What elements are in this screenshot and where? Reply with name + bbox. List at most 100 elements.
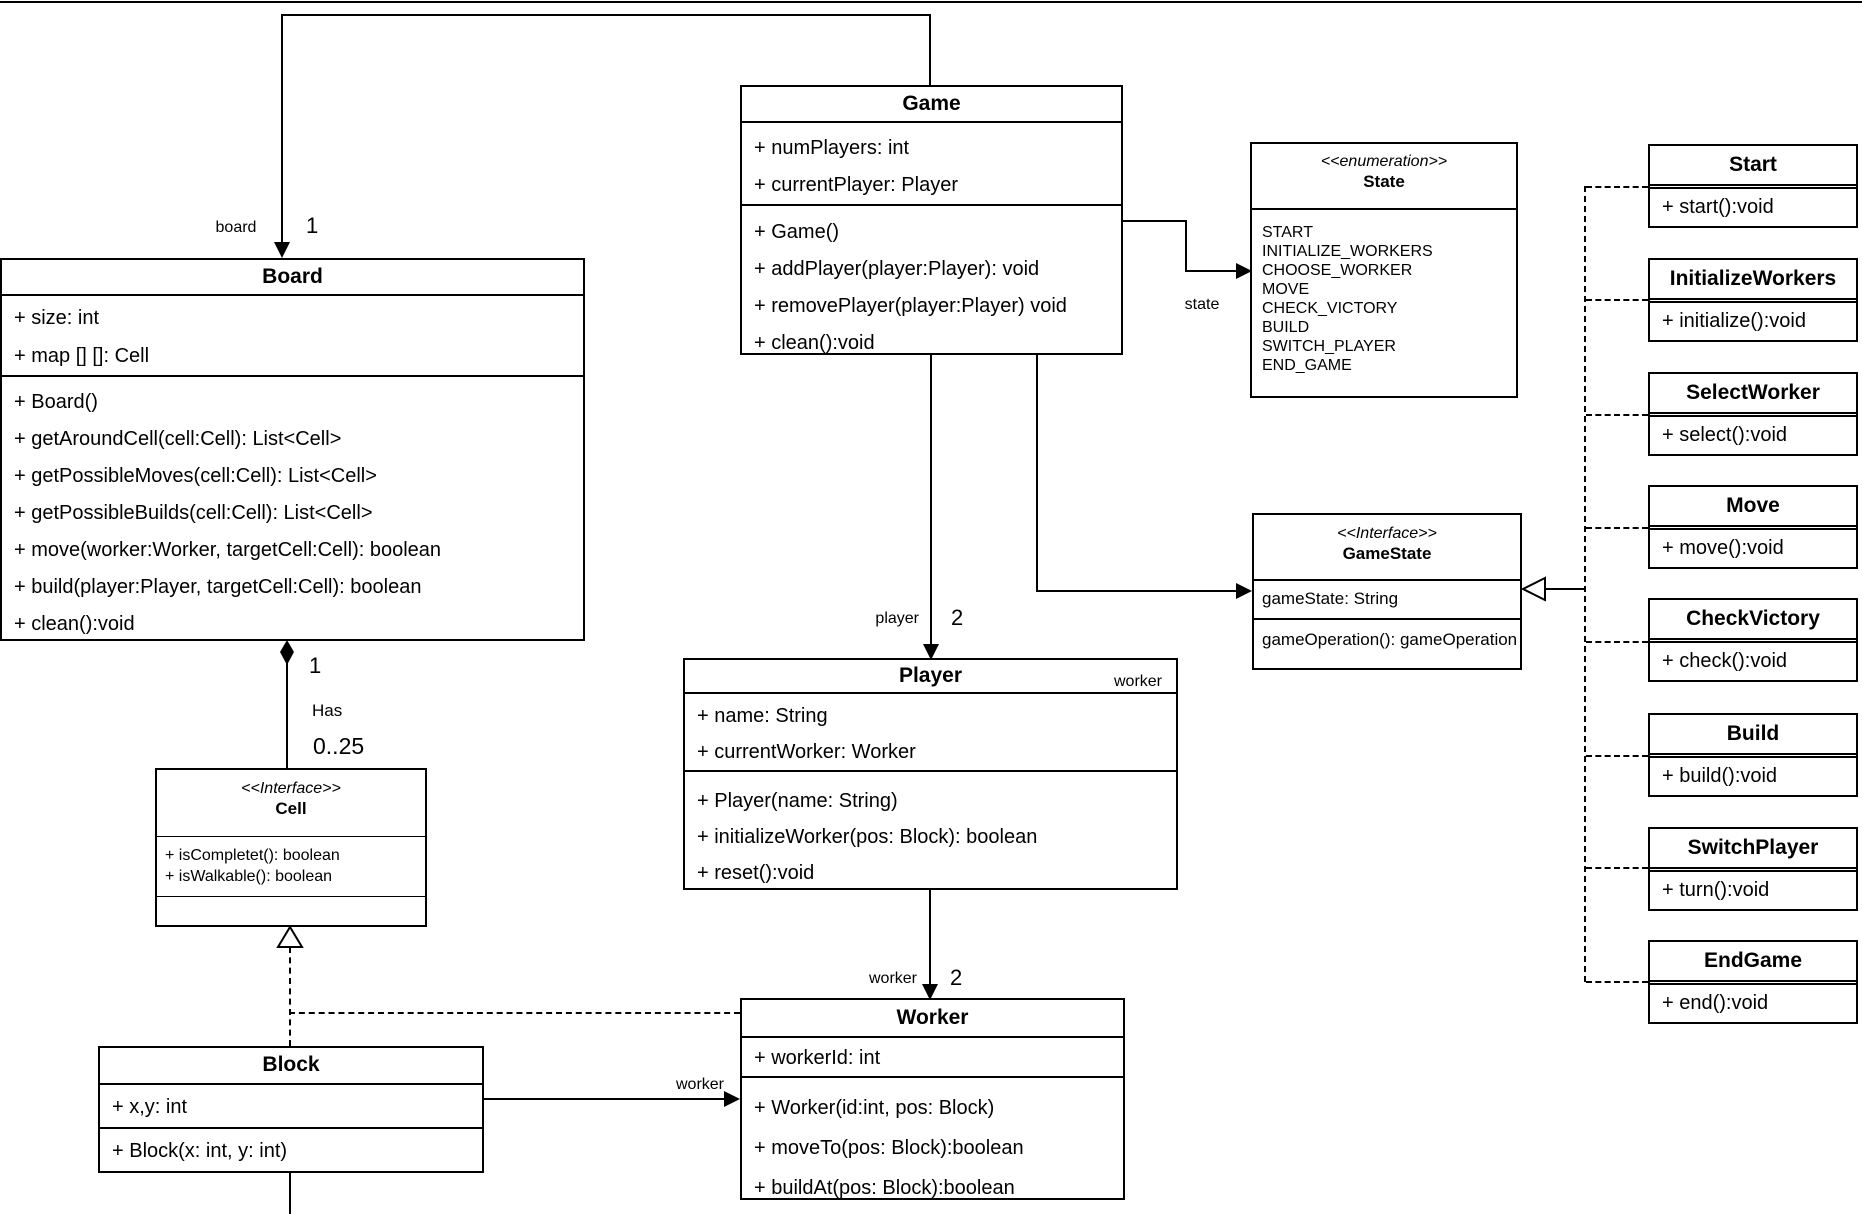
method: gameOperation(): gameOperation [1262,630,1518,649]
methods-compartment: + Block(x: int, y: int) [100,1127,482,1171]
attributes-compartment: + size: int + map [] []: Cell [2,294,583,375]
realization-block-cell-line [289,947,291,1046]
method: + addPlayer(player:Player): void [754,258,1040,280]
compartment-separator [1650,414,1856,417]
class-title: Block [262,1053,320,1076]
assoc-game-state-line [1123,220,1185,222]
compartment-separator [1650,527,1856,530]
assoc-role-label: worker [675,1076,724,1093]
attributes-compartment: + numPlayers: int + currentPlayer: Playe… [742,121,1121,204]
method: + Player(name: String) [697,790,898,812]
enum-value: INITIALIZE_WORKERS [1262,243,1433,260]
composition-multiplicity: 1 [309,653,322,678]
class-board: Board + size: int + map [] []: Cell + Bo… [0,258,585,641]
method: + removePlayer(player:Player) void [754,295,1067,317]
assoc-role-label: state [1184,296,1220,313]
class-title: Start [1650,146,1856,186]
method: + Board() [14,391,98,413]
interface-header: <<Interface>> GameState [1254,515,1520,579]
enum-value: START [1262,224,1313,241]
class-title: Game [902,92,961,115]
class-title: Player worker [685,660,1176,692]
attribute: + size: int [14,307,100,329]
methods-compartment: + Worker(id:int, pos: Block) + moveTo(po… [742,1076,1123,1208]
compartment-separator [1650,186,1856,189]
association-end-label: worker [1113,673,1162,690]
assoc-game-player-line [930,355,932,647]
enum-values-compartment: START INITIALIZE_WORKERS CHOOSE_WORKER M… [1252,208,1516,396]
stereotype: <<Interface>> [241,780,341,797]
class-selectworker: SelectWorker + select():void [1648,372,1858,456]
assoc-game-gamestate-line [1036,355,1038,592]
compartment-separator [1650,640,1856,643]
compartment-separator [1650,982,1856,985]
realization-build-line [1586,755,1648,757]
class-start: Start + start():void [1648,144,1858,228]
method: + moveTo(pos: Block):boolean [754,1137,1024,1159]
class-build: Build + build():void [1648,713,1858,797]
generalization-triangle-icon [276,926,304,948]
method: + end():void [1662,992,1769,1014]
method: + initializeWorker(pos: Block): boolean [697,826,1038,848]
arrowhead-gamestate-icon [1236,583,1252,599]
enum-header: <<enumeration>> State [1252,144,1516,208]
diagram-top-edge-line [0,1,1862,3]
class-title: InitializeWorkers [1650,260,1856,300]
class-title: Build [1650,715,1856,755]
method: + isWalkable(): boolean [165,868,333,885]
methods-compartment: + Player(name: String) + initializeWorke… [685,770,1176,891]
composition-name-label: Has [312,701,343,720]
attributes-compartment: + workerId: int [742,1036,1123,1076]
enum-state: <<enumeration>> State START INITIALIZE_W… [1250,142,1518,398]
attribute: + x,y: int [112,1095,188,1118]
class-switchplayer: SwitchPlayer + turn():void [1648,827,1858,911]
class-title: Worker [896,1006,969,1029]
method: + build():void [1662,765,1778,787]
assoc-multiplicity: 2 [951,605,964,630]
attribute: + workerId: int [754,1047,881,1069]
realization-worker-cell-line [289,1012,740,1014]
class-endgame: EndGame + end():void [1648,940,1858,1024]
class-title: SwitchPlayer [1650,829,1856,869]
attributes-compartment: + name: String + currentWorker: Worker [685,692,1176,770]
class-game: Game + numPlayers: int + currentPlayer: … [740,85,1123,355]
methods-compartment: + Game() + addPlayer(player:Player): voi… [742,204,1121,362]
method: + move():void [1662,537,1784,559]
realization-start-line [1586,186,1648,188]
realization-switchplayer-line [1586,867,1648,869]
class-player: Player worker + name: String + currentWo… [683,658,1178,890]
attributes-compartment: gameState: String [1254,579,1520,618]
class-block: Block + x,y: int + Block(x: int, y: int) [98,1046,484,1173]
methods-compartment: + Board() + getAroundCell(cell:Cell): Li… [2,375,583,643]
method: + build(player:Player, targetCell:Cell):… [14,576,422,598]
assoc-multiplicity: 2 [950,965,963,990]
realization-bus-line [1584,186,1586,982]
composition-board-cell-line [286,662,288,768]
methods-compartment: + isCompletet(): boolean + isWalkable():… [157,836,425,896]
enum-value: CHECK_VICTORY [1262,300,1398,317]
arrowhead-block-worker-icon [724,1091,740,1107]
class-title: SelectWorker [1650,374,1856,414]
method: + check():void [1662,650,1788,672]
method: + move(worker:Worker, targetCell:Cell): … [14,539,442,561]
methods-compartment: gameOperation(): gameOperation [1254,618,1520,668]
method: + Game() [754,221,840,243]
method: + initialize():void [1662,310,1806,332]
compartment-separator [1650,869,1856,872]
realization-move-line [1586,527,1648,529]
interface-cell: <<Interface>> Cell + isCompletet(): bool… [155,768,427,927]
assoc-game-board-line [929,14,931,85]
realization-checkvictory-line [1586,641,1648,643]
assoc-player-worker-line [929,890,931,986]
arrowhead-state-icon [1236,263,1252,279]
empty-compartment [157,896,425,925]
assoc-role-label: board [215,219,257,236]
attribute: + map [] []: Cell [14,345,150,367]
assoc-role-label: player [875,610,919,627]
class-worker: Worker + workerId: int + Worker(id:int, … [740,998,1125,1200]
realization-selectworker-line [1586,414,1648,416]
assoc-game-state-line [1185,270,1239,272]
method: + clean():void [754,332,875,354]
attribute: + name: String [697,705,828,727]
composition-multiplicity: 0..25 [313,733,365,759]
